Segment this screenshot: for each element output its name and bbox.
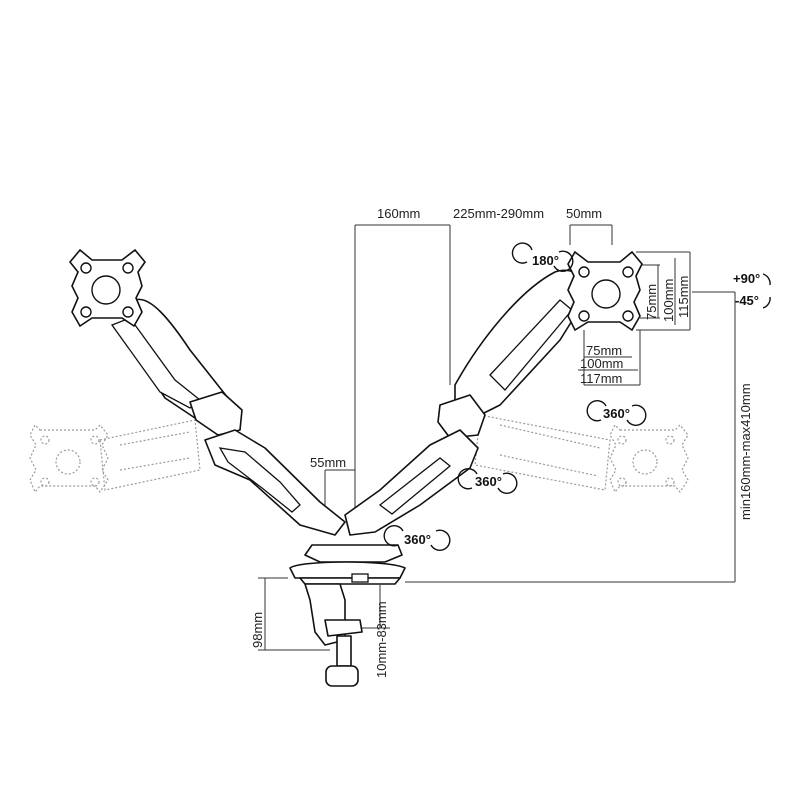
label-vesa-outer-w: 117mm: [580, 371, 622, 386]
dimension-lines: [258, 224, 736, 651]
label-arm-length: 225mm-290mm: [453, 206, 544, 221]
label-plate-offset: 50mm: [566, 206, 602, 221]
desk-clamp: [289, 544, 406, 687]
ghost-left-head: [29, 419, 201, 494]
label-post-width: 55mm: [310, 455, 346, 470]
label-arm-offset: 160mm: [377, 206, 420, 221]
label-vesa-inner-w: 75mm: [586, 343, 622, 358]
label-vesa-inner-h: 75mm: [644, 284, 659, 320]
label-height-range: min160mm-max410mm: [738, 383, 753, 520]
label-vesa-mid-w: 100mm: [580, 356, 623, 371]
rotation-arcs: [383, 242, 771, 551]
left-arm: [110, 298, 346, 536]
label-swivel-base: 360°: [404, 532, 431, 547]
left-vesa-plate: [68, 248, 147, 328]
label-desk-thickness: 10mm-83mm: [374, 601, 389, 678]
label-swivel-elbow: 360°: [475, 474, 502, 489]
label-swivel-head: 360°: [603, 406, 630, 421]
label-tilt-down: -45°: [735, 293, 759, 308]
label-clamp-height: 98mm: [250, 612, 265, 648]
label-tilt-up: +90°: [733, 271, 760, 286]
label-vesa-mid-h: 100mm: [661, 279, 676, 322]
ghost-right-head: [474, 414, 689, 494]
label-rotate-plate: 180°: [532, 253, 559, 268]
right-arm: [344, 269, 587, 536]
label-vesa-outer-h: 115mm: [676, 276, 691, 318]
right-vesa-plate: [567, 250, 643, 332]
